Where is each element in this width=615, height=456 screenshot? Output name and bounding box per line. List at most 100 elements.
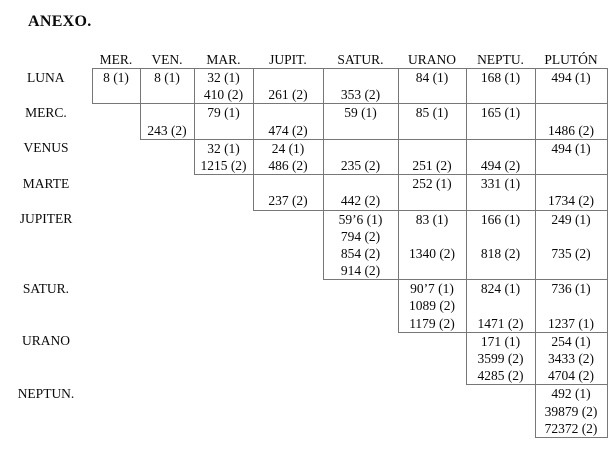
blank-cell [194, 210, 253, 280]
table-row-satur: SATUR. 90’7 (1)1089 (2)1179 (2) 824 (1)1… [0, 279, 608, 333]
table-row-marte: MARTE 237 (2) 442 (2) 252 (1) 331 (1) 17… [0, 174, 608, 211]
cell-line: 1237 (1) [547, 315, 595, 331]
cell-line [254, 175, 323, 192]
blank-cell [140, 175, 194, 210]
blank-cell [398, 385, 466, 438]
cell-line: 494 (1) [551, 70, 591, 85]
cell-line [467, 140, 535, 157]
blank-cell [92, 139, 140, 174]
table-cell: 243 (2) [139, 103, 195, 140]
cell-line: 8 (1) [103, 70, 129, 85]
cell-line: 1486 (2) [547, 122, 595, 138]
blank-cell [194, 385, 253, 438]
column-header-neptu: NEPTU. [477, 52, 524, 67]
table-row-luna: LUNA 8 (1) 8 (1) 32 (1)410 (2) 261 (2) 3… [0, 67, 608, 105]
cell-line: 85 (1) [415, 105, 449, 121]
table-cell: 59 (1) [322, 103, 399, 140]
blank-cell [194, 332, 253, 385]
table-cell: 79 (1) [193, 103, 254, 140]
cell-line: 8 (1) [154, 70, 180, 85]
cell-line: 1089 (2) [408, 298, 456, 314]
cell-line: 59 (1) [344, 105, 377, 121]
cell-line: 171 (1) [480, 333, 521, 349]
table-cell: 353 (2) [322, 67, 399, 105]
cell-line [324, 69, 398, 86]
cell-line: 84 (1) [415, 70, 449, 85]
table-row-venus: VENUS 32 (1)1215 (2) 24 (1)486 (2) 235 (… [0, 138, 608, 176]
column-header-jupit: JUPIT. [269, 52, 307, 67]
cell-line: 494 (1) [551, 140, 591, 156]
cell-line: 165 (1) [480, 105, 521, 121]
cell-line [399, 228, 466, 245]
table-row-jupiter: JUPITER 59’6 (1)794 (2)854 (2)914 (2) 83… [0, 209, 608, 281]
table-cell: 24 (1)486 (2) [252, 138, 324, 176]
cell-line: 442 (2) [340, 193, 381, 209]
table-cell: 251 (2) [397, 138, 467, 176]
cell-line: 4285 (2) [477, 368, 524, 384]
cell-line: 166 (1) [480, 211, 521, 227]
blank-cell [92, 332, 140, 385]
table-cell: 254 (1)3433 (2)4704 (2) [534, 331, 608, 386]
cell-line: 736 (1) [551, 281, 591, 297]
cell-line [254, 104, 323, 121]
table-cell: 8 (1) [139, 67, 195, 105]
cell-line: 32 (1) [207, 70, 240, 85]
blank-cell [323, 385, 398, 438]
cell-line: 1340 (2) [408, 245, 456, 261]
cell-line [536, 228, 607, 245]
cell-line: 261 (2) [268, 87, 308, 103]
table-row-urano: URANO 171 (1)3599 (2)4285 (2) 254 (1)343… [0, 331, 608, 386]
header-row: MER. VEN. MAR. JUPIT. SATUR. URANO NEPTU… [0, 46, 607, 69]
blank-cell [466, 385, 535, 438]
cell-line: 1179 (2) [409, 315, 455, 331]
cell-line: 243 (2) [147, 122, 187, 138]
blank-cell [140, 210, 194, 280]
cell-line: 59’6 (1) [338, 211, 383, 227]
table-cell: 442 (2) [322, 174, 399, 211]
cell-line: 39879 (2) [544, 403, 598, 419]
cell-line: 331 (1) [480, 176, 521, 192]
cell-line: 79 (1) [207, 105, 240, 121]
cell-line: 72372 (2) [544, 420, 598, 436]
table-cell: 261 (2) [252, 67, 324, 105]
table-cell: 84 (1) [397, 67, 467, 105]
page-title: ANEXO. [28, 13, 92, 30]
cell-line [399, 140, 466, 157]
planet-pairs-table: MER. VEN. MAR. JUPIT. SATUR. URANO NEPTU… [0, 46, 608, 438]
table-cell: 85 (1) [397, 103, 467, 140]
column-header-urano: URANO [407, 52, 456, 67]
cell-line [536, 104, 607, 121]
row-label: MERC. [25, 104, 67, 120]
table-cell: 165 (1) [465, 103, 536, 140]
cell-line [467, 228, 535, 245]
cell-line [324, 140, 398, 157]
row-label: SATUR. [22, 280, 70, 296]
table-cell: 171 (1) 3599 (2) 4285 (2) [465, 331, 536, 386]
blank-cell [140, 332, 194, 385]
table-cell: 331 (1) [465, 174, 536, 211]
table-cell: 59’6 (1)794 (2)854 (2)914 (2) [322, 209, 399, 281]
row-label: JUPITER [19, 211, 73, 226]
table-cell: 237 (2) [252, 174, 324, 211]
table-cell: 474 (2) [252, 103, 324, 140]
blank-cell [92, 210, 140, 280]
table-cell: 8 (1) [91, 67, 141, 105]
table-cell: 83 (1)1340 (2) [397, 209, 467, 281]
cell-line [254, 69, 323, 86]
cell-line: 735 (2) [551, 245, 591, 261]
row-label: NEPTUN. [17, 385, 75, 401]
cell-line: 254 (1) [551, 333, 591, 349]
cell-line: 486 (2) [268, 157, 308, 173]
blank-cell [92, 280, 140, 333]
cell-line: 3599 (2) [477, 351, 524, 366]
cell-line: 1215 (2) [200, 157, 247, 173]
cell-line: 252 (1) [412, 176, 452, 192]
blank-cell [194, 280, 253, 333]
cell-line: 824 (1) [480, 281, 521, 297]
cell-line [324, 175, 398, 192]
cell-line: 251 (2) [412, 157, 452, 173]
table-cell: 736 (1) 1237 (1) [534, 279, 608, 333]
cell-line: 794 (2) [340, 228, 381, 244]
column-header-satur: SATUR. [337, 52, 384, 67]
cell-line: 914 (2) [340, 263, 381, 279]
